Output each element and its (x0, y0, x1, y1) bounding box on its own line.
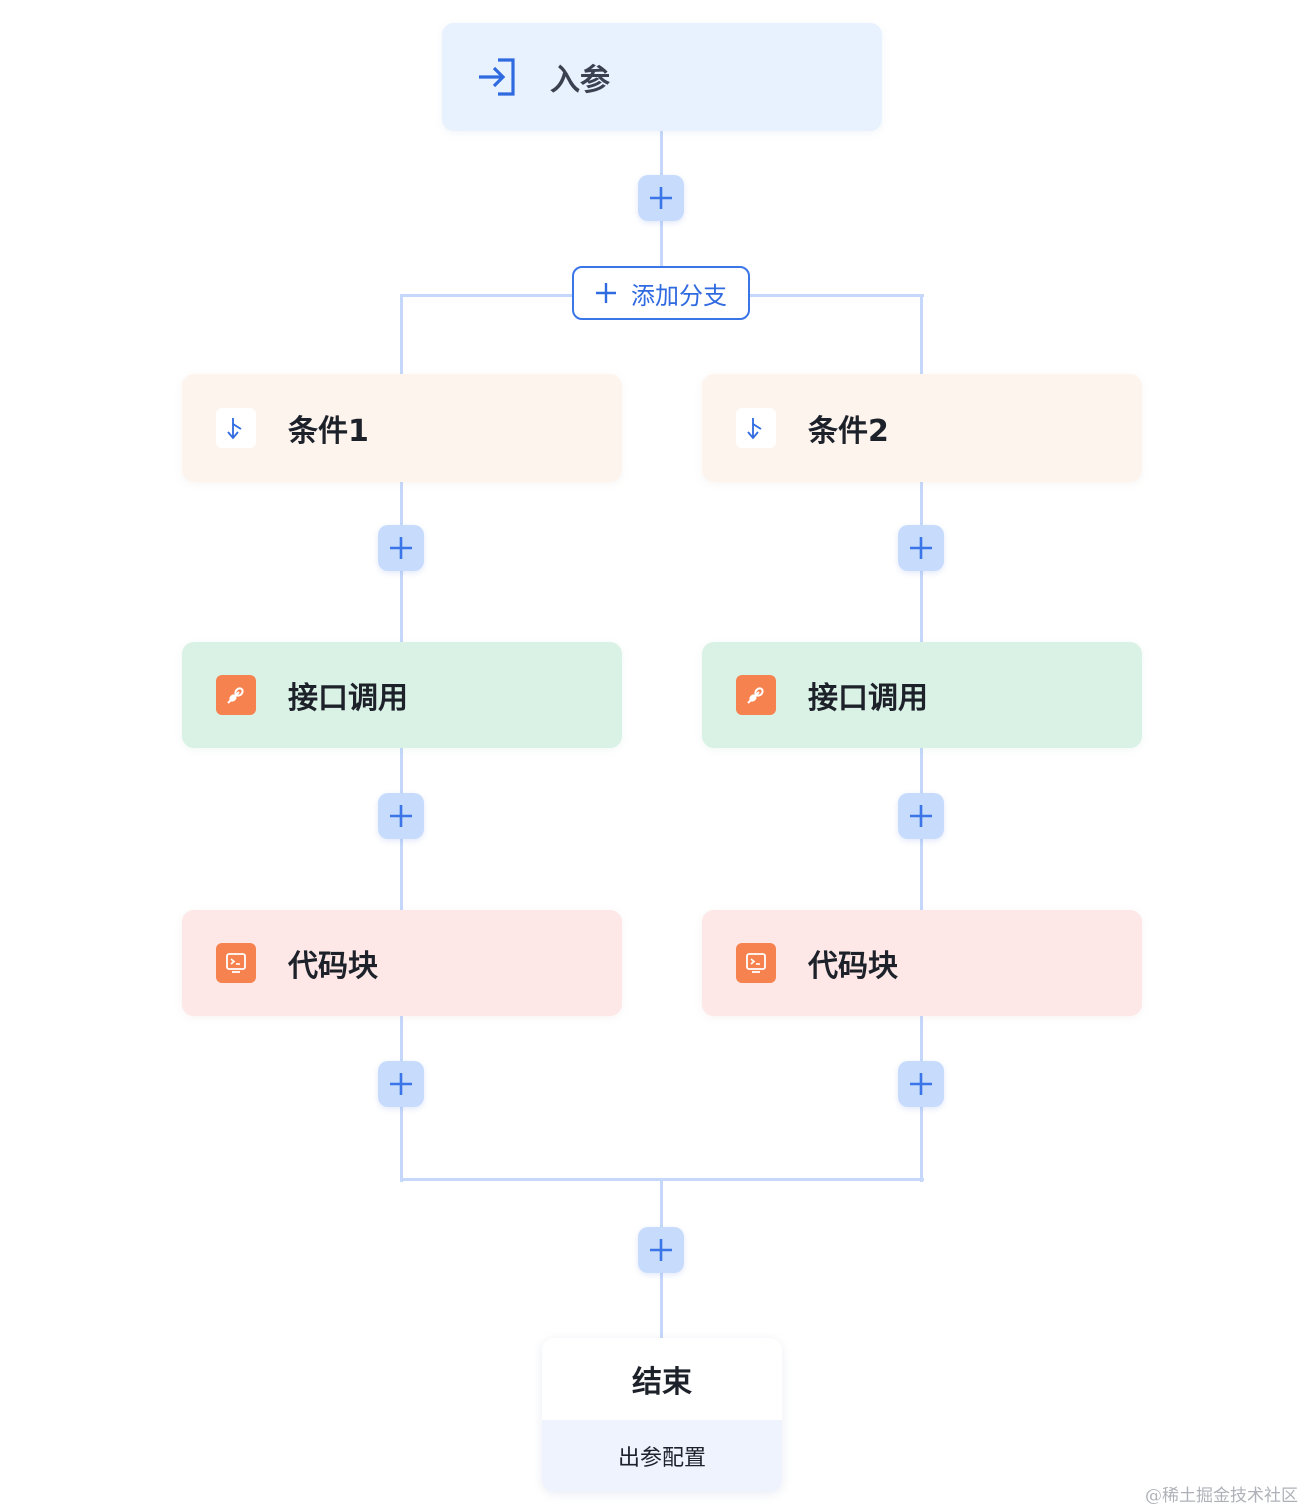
add-node-button-left-3[interactable] (378, 1061, 424, 1107)
condition-label-2: 条件2 (808, 414, 889, 449)
add-node-button-left-2[interactable] (378, 793, 424, 839)
terminal-icon (216, 943, 256, 983)
output-config-button[interactable]: 出参配置 (542, 1420, 782, 1492)
plus-icon (650, 1239, 672, 1261)
plus-icon (910, 805, 932, 827)
plus-icon (390, 537, 412, 559)
add-node-button-right-1[interactable] (898, 525, 944, 571)
condition-node-1[interactable]: 条件1 (182, 374, 622, 482)
plus-icon (650, 187, 672, 209)
branch-split-icon (216, 408, 256, 448)
api-call-node-1[interactable]: 接口调用 (182, 642, 622, 748)
plus-icon (910, 537, 932, 559)
condition-node-2[interactable]: 条件2 (702, 374, 1142, 482)
add-node-button-right-2[interactable] (898, 793, 944, 839)
code-block-node-1[interactable]: 代码块 (182, 910, 622, 1016)
start-node[interactable]: 入参 (442, 23, 882, 131)
login-arrow-icon (476, 56, 518, 98)
add-node-button-left-1[interactable] (378, 525, 424, 571)
branch-split-icon (736, 408, 776, 448)
plug-icon (736, 675, 776, 715)
plus-icon (390, 1073, 412, 1095)
end-node-title: 结束 (632, 1365, 692, 1400)
add-node-button-right-3[interactable] (898, 1061, 944, 1107)
code-block-label-2: 代码块 (808, 949, 898, 984)
code-block-label-1: 代码块 (288, 949, 378, 984)
connector-right-drop (920, 294, 923, 374)
terminal-icon (736, 943, 776, 983)
api-call-label-1: 接口调用 (288, 681, 408, 716)
plus-icon (910, 1073, 932, 1095)
plug-icon (216, 675, 256, 715)
api-call-node-2[interactable]: 接口调用 (702, 642, 1142, 748)
add-node-button-after-start[interactable] (638, 175, 684, 221)
plus-icon (596, 283, 616, 303)
add-branch-label: 添加分支 (631, 281, 727, 310)
api-call-label-2: 接口调用 (808, 681, 928, 716)
connector-left-drop (400, 294, 403, 374)
add-node-button-after-merge[interactable] (638, 1227, 684, 1273)
start-node-label: 入参 (550, 63, 610, 98)
code-block-node-2[interactable]: 代码块 (702, 910, 1142, 1016)
add-branch-button[interactable]: 添加分支 (572, 266, 750, 320)
watermark: @稀土掘金技术社区 (1145, 1486, 1298, 1506)
plus-icon (390, 805, 412, 827)
end-node[interactable]: 结束 出参配置 (542, 1338, 782, 1492)
condition-label-1: 条件1 (288, 414, 369, 449)
